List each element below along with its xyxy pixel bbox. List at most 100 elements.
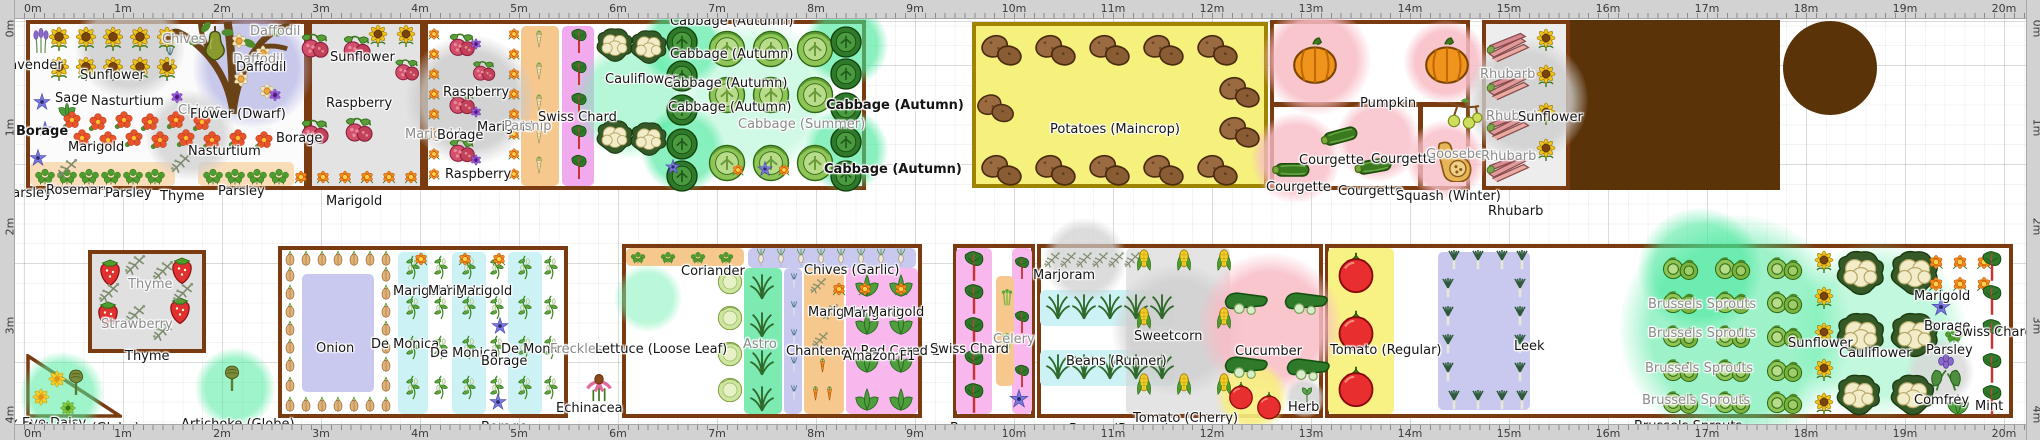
violet-flower-icon[interactable] [468, 36, 484, 52]
onion-icon[interactable] [378, 266, 394, 282]
potato-icon[interactable] [980, 28, 1024, 72]
potato-icon[interactable] [980, 148, 1024, 192]
marigold-icon[interactable] [490, 250, 508, 268]
nasturtium-icon[interactable] [150, 130, 170, 150]
sweetcorn-icon[interactable] [1172, 248, 1196, 272]
onion-icon[interactable] [282, 250, 298, 266]
violet-flower-icon[interactable] [266, 86, 284, 104]
lettuce-icon[interactable] [716, 376, 744, 404]
scallion-icon[interactable] [786, 300, 802, 316]
onion-icon[interactable] [330, 250, 346, 266]
raspberry-icon[interactable] [342, 114, 376, 148]
marigold-icon[interactable] [426, 66, 442, 82]
onion-icon[interactable] [282, 320, 298, 336]
potato-icon[interactable] [1088, 148, 1132, 192]
onion-icon[interactable] [378, 302, 394, 318]
leek-icon[interactable] [1444, 250, 1464, 270]
marigold-icon[interactable] [776, 162, 792, 178]
cucumber-icon[interactable] [1222, 276, 1270, 324]
onion-icon[interactable] [362, 396, 378, 412]
green-leaf-icon[interactable] [886, 384, 916, 414]
carrot-icon[interactable] [822, 386, 837, 401]
leek-icon[interactable] [1510, 306, 1530, 326]
dark-cabbage-icon[interactable] [828, 56, 864, 92]
onion-icon[interactable] [378, 320, 394, 336]
swiss-chard-icon[interactable] [958, 382, 990, 414]
onion-icon[interactable] [362, 250, 378, 266]
leek-icon[interactable] [1512, 250, 1532, 270]
grass-tuft-icon[interactable] [1070, 292, 1098, 320]
sunflower-icon[interactable] [394, 24, 418, 48]
marigold-icon[interactable] [506, 26, 522, 42]
marigold-icon[interactable] [426, 86, 442, 102]
leek-icon[interactable] [1492, 390, 1512, 410]
tomato-icon[interactable] [1334, 364, 1378, 408]
leek-icon[interactable] [1438, 306, 1458, 326]
onion-icon[interactable] [282, 284, 298, 300]
raspberry-icon[interactable] [392, 56, 422, 86]
herb-sprig-icon[interactable] [170, 280, 196, 306]
cauliflower-icon[interactable] [630, 120, 668, 158]
bean-vine-icon[interactable] [538, 374, 564, 400]
marigold-icon[interactable] [402, 168, 420, 186]
dark-cabbage-icon[interactable] [828, 24, 864, 60]
herb-sprig-icon[interactable] [54, 156, 80, 182]
onion-icon[interactable] [378, 284, 394, 300]
grass-tuft-icon[interactable] [1044, 292, 1072, 320]
potato-icon[interactable] [1196, 28, 1240, 72]
tomato-icon[interactable] [1226, 380, 1256, 410]
onion-icon[interactable] [330, 396, 346, 412]
grass-tuft-icon[interactable] [748, 348, 776, 376]
parsnip-icon[interactable] [530, 30, 548, 48]
violet-flower-icon[interactable] [468, 104, 484, 120]
swiss-chard-icon[interactable] [566, 60, 592, 86]
onion-icon[interactable] [314, 396, 330, 412]
sunflower-icon[interactable] [1534, 138, 1558, 162]
cauliflower-icon[interactable] [630, 28, 668, 66]
leek-icon[interactable] [1510, 278, 1530, 298]
potato-icon[interactable] [976, 88, 1016, 128]
onion-icon[interactable] [378, 376, 394, 392]
sweetcorn-icon[interactable] [1132, 248, 1156, 272]
nasturtium-icon[interactable] [124, 128, 144, 148]
grass-tuft-icon[interactable] [748, 272, 776, 300]
grass-tuft-icon[interactable] [748, 310, 776, 338]
marigold-icon[interactable] [1950, 252, 1970, 272]
marigold-icon[interactable] [830, 280, 848, 298]
sunflower-icon[interactable] [127, 26, 153, 52]
marigold-icon[interactable] [1926, 252, 1946, 272]
green-daisy-icon[interactable] [58, 398, 78, 418]
raspberry-icon[interactable] [298, 30, 332, 64]
swiss-chard-icon[interactable] [1976, 352, 2008, 384]
herb-sprig-icon[interactable] [96, 280, 122, 306]
sunflower-icon[interactable] [1812, 250, 1836, 274]
marigold-icon[interactable] [336, 168, 354, 186]
marigold-icon[interactable] [426, 26, 442, 42]
bean-vine-icon[interactable] [400, 374, 426, 400]
parsley-icon[interactable] [144, 166, 166, 188]
tree-canopy[interactable] [1783, 21, 1877, 115]
swiss-chard-icon[interactable] [566, 124, 592, 150]
parsnip-icon[interactable] [530, 156, 548, 174]
borage-icon[interactable] [28, 148, 48, 168]
onion-icon[interactable] [298, 250, 314, 266]
swiss-chard-icon[interactable] [1976, 250, 2008, 282]
leek-icon[interactable] [1438, 362, 1458, 382]
cauliflower-icon[interactable] [1836, 372, 1882, 418]
sunflower-icon[interactable] [1812, 286, 1836, 310]
sweetcorn-icon[interactable] [1132, 372, 1156, 396]
scallion-icon[interactable] [160, 46, 180, 66]
borage-icon[interactable] [756, 160, 774, 178]
bean-vine-icon[interactable] [428, 254, 454, 280]
borage-icon[interactable] [490, 316, 510, 336]
marigold-icon[interactable] [358, 168, 376, 186]
sunflower-icon[interactable] [1534, 28, 1558, 52]
lettuce-icon[interactable] [716, 304, 744, 332]
gooseberry-icon[interactable] [1444, 96, 1484, 136]
bean-vine-icon[interactable] [456, 374, 482, 400]
bean-vine-icon[interactable] [428, 374, 454, 400]
pumpkin-icon[interactable] [1422, 36, 1472, 86]
onion-icon[interactable] [282, 356, 298, 372]
bean-vine-icon[interactable] [512, 374, 538, 400]
marigold-icon[interactable] [730, 162, 746, 178]
